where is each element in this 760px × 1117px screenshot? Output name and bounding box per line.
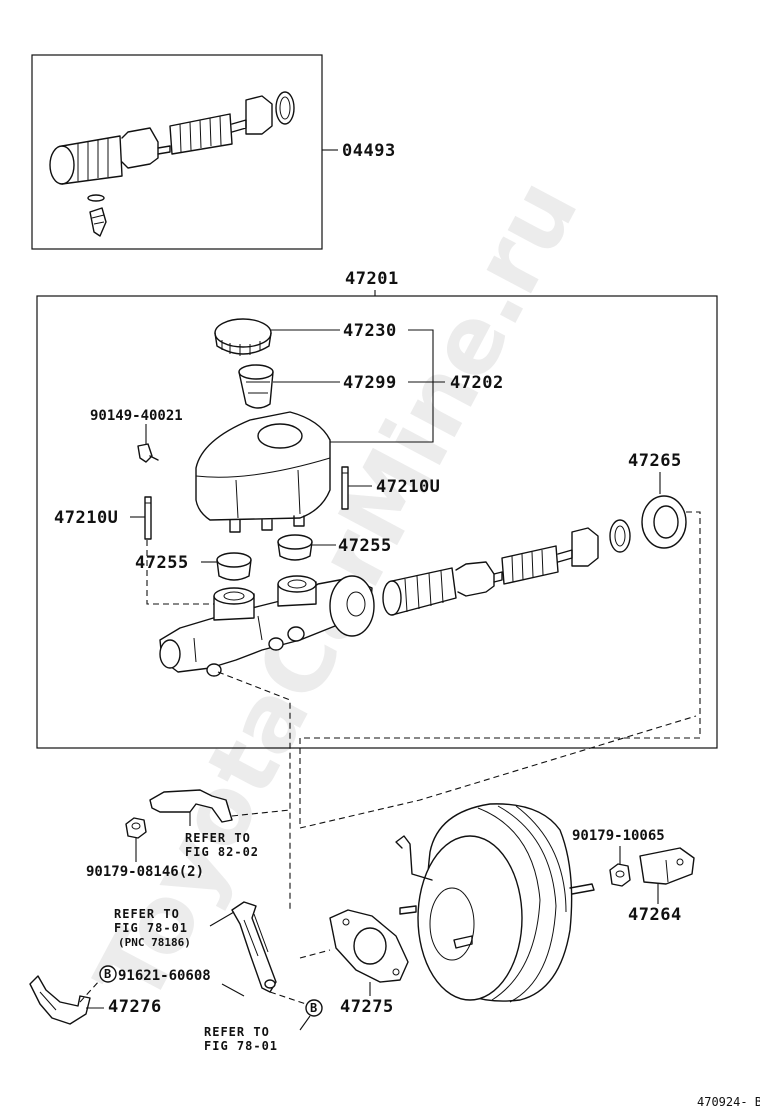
part-label-47275: 47275 xyxy=(340,997,394,1017)
part-label-90149-40021: 90149-40021 xyxy=(90,408,183,424)
nut-booster-icon[interactable] xyxy=(609,863,631,887)
master-cylinder-body-icon[interactable] xyxy=(159,575,375,677)
part-label-47202: 47202 xyxy=(450,373,504,393)
figure-code: 470924- B xyxy=(697,1095,760,1109)
ref-78-01b-line2[interactable]: FIG 78-01 xyxy=(204,1039,278,1053)
part-label-47265: 47265 xyxy=(628,451,682,471)
pin-right-icon[interactable] xyxy=(341,466,349,510)
ref-82-02-line1[interactable]: REFER TO xyxy=(185,831,251,845)
ref-78-01a-line1[interactable]: REFER TO xyxy=(114,907,180,921)
reservoir-icon[interactable] xyxy=(195,411,331,533)
pin-left-icon[interactable] xyxy=(144,496,152,540)
svg-text:B: B xyxy=(104,967,112,981)
strainer-icon[interactable] xyxy=(238,364,274,409)
grommet-left-icon[interactable] xyxy=(216,552,252,581)
part-label-47276: 47276 xyxy=(108,997,162,1017)
bracket-47276-icon[interactable] xyxy=(29,975,91,1025)
part-label-47230: 47230 xyxy=(343,321,397,341)
b-marker-left[interactable]: B xyxy=(99,965,117,983)
nut-bracket-icon[interactable] xyxy=(125,817,147,839)
reservoir-bolt-icon[interactable] xyxy=(137,443,159,463)
b-marker-right[interactable]: B xyxy=(305,999,323,1017)
part-label-47255-right: 47255 xyxy=(338,536,392,556)
bracket-upper-icon[interactable] xyxy=(149,789,233,823)
part-label-47210u-left: 47210U xyxy=(54,508,118,528)
part-label-47264: 47264 xyxy=(628,905,682,925)
repair-kit-group[interactable]: 04493 xyxy=(31,54,396,250)
master-cylinder-box xyxy=(36,295,718,749)
ref-82-02-line2[interactable]: FIG 82-02 xyxy=(185,845,259,859)
part-label-47255-left: 47255 xyxy=(135,553,189,573)
part-label-47201: 47201 xyxy=(345,269,399,289)
svg-text:B: B xyxy=(310,1001,318,1015)
part-label-04493: 04493 xyxy=(342,141,396,161)
part-label-91621-60608: 91621-60608 xyxy=(118,968,211,984)
part-label-90179-10065: 90179-10065 xyxy=(572,828,665,844)
bracket-47264-icon[interactable] xyxy=(639,847,695,885)
part-label-47299: 47299 xyxy=(343,373,397,393)
grommet-right-icon[interactable] xyxy=(277,534,313,561)
seal-boot-icon[interactable] xyxy=(641,495,687,549)
part-label-90179-08146: 90179-08146(2) xyxy=(86,864,204,880)
ref-78-01a-line3[interactable]: (PNC 78186) xyxy=(118,936,191,949)
repair-kit-valve-icon xyxy=(87,194,107,237)
repair-kit-piston-icon xyxy=(49,91,295,185)
repair-kit-box xyxy=(31,54,323,250)
primary-piston-icon[interactable] xyxy=(382,519,631,616)
ref-78-01b-line1[interactable]: REFER TO xyxy=(204,1025,270,1039)
brake-booster-icon[interactable] xyxy=(395,803,595,1003)
part-label-47210u-right: 47210U xyxy=(376,477,440,497)
ref-78-01a-line2[interactable]: FIG 78-01 xyxy=(114,921,188,935)
cap-icon[interactable] xyxy=(214,318,272,356)
gasket-icon[interactable] xyxy=(329,909,409,983)
clamp-bracket-icon[interactable] xyxy=(231,901,277,993)
